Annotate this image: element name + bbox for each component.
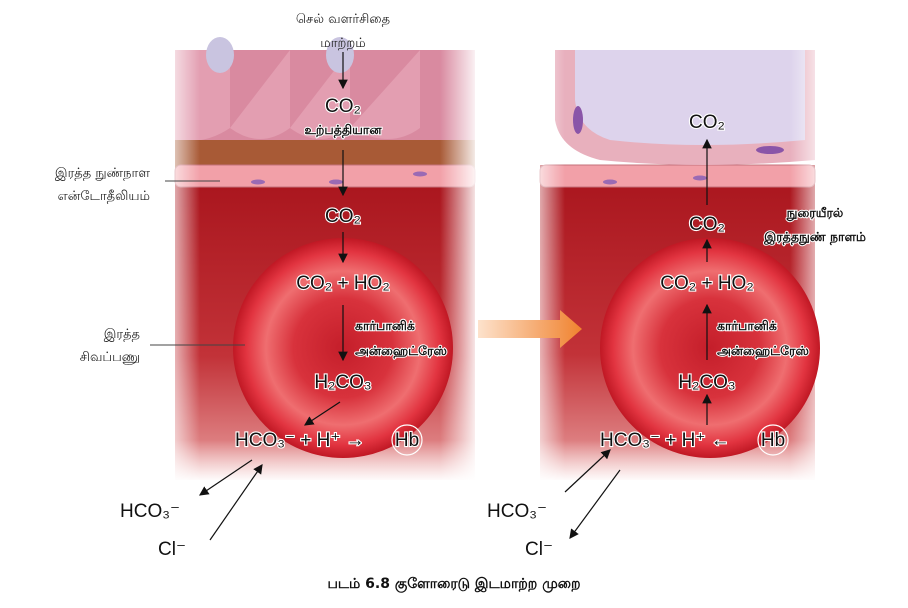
hemoglobin-right: Hb <box>761 430 785 451</box>
capillary-label-line2: இரத்தநுண் நாளம் <box>763 229 867 245</box>
hemoglobin-left: Hb <box>395 430 419 451</box>
co2-produced: CO₂ <box>325 96 361 117</box>
reaction-right: CO₂ + HO₂ <box>660 273 753 294</box>
enzyme-label-line1-left: கார்பானிக் <box>355 318 416 333</box>
rbc-label-line1: இரத்த <box>104 327 140 342</box>
bicarbonate-in: HCO₃⁻ <box>487 501 547 522</box>
enzyme-label-line1-right: கார்பானிக் <box>717 318 778 333</box>
left-flow-arrows <box>199 52 348 541</box>
hb-circle-left <box>391 424 423 456</box>
dissociation-left: HCO₃⁻ + H⁺ → <box>235 430 365 451</box>
co2-alveolus: CO₂ <box>689 112 725 133</box>
rbc-label-line2: சிவப்பணு <box>80 350 140 365</box>
chloride-in: Cl⁻ <box>158 539 186 560</box>
reaction-left: CO₂ + HO₂ <box>296 273 389 294</box>
co2-blood-left: CO₂ <box>325 206 361 227</box>
transition-arrow-icon <box>478 310 582 348</box>
co2-blood-right: CO₂ <box>689 214 725 235</box>
right-red-blood-cell <box>600 238 820 458</box>
bicarbonate-out: HCO₃⁻ <box>120 501 180 522</box>
enzyme-label-line2-right: அன்ஹைட்ரேஸ் <box>717 343 809 359</box>
hb-circle-right <box>757 424 789 456</box>
metabolism-label-line1: செல் வளர்சிதை <box>296 12 390 27</box>
carbonic-acid-right: H₂CO₃ <box>678 372 735 393</box>
right-flow-arrows <box>564 138 712 539</box>
figure-caption: படம் 6.8 குளோரைடு இடமாற்ற முறை <box>327 576 580 593</box>
carbonic-acid-left: H₂CO₃ <box>314 372 371 393</box>
enzyme-label-line2-left: அன்ஹைட்ரேஸ் <box>355 343 447 359</box>
endothelium-label-line1: இரத்த நுண்நாள <box>55 166 150 181</box>
produced-label: உற்பத்தியான <box>305 122 383 138</box>
capillary-label-line1: நுரையீரல் <box>786 205 844 221</box>
chloride-out: Cl⁻ <box>525 539 553 560</box>
dissociation-right: HCO₃⁻ + H⁺ ← <box>600 430 730 451</box>
metabolism-label-line2: மாற்றம் <box>320 36 365 51</box>
endothelium-label-line2: என்டோதீலியம் <box>58 189 150 204</box>
